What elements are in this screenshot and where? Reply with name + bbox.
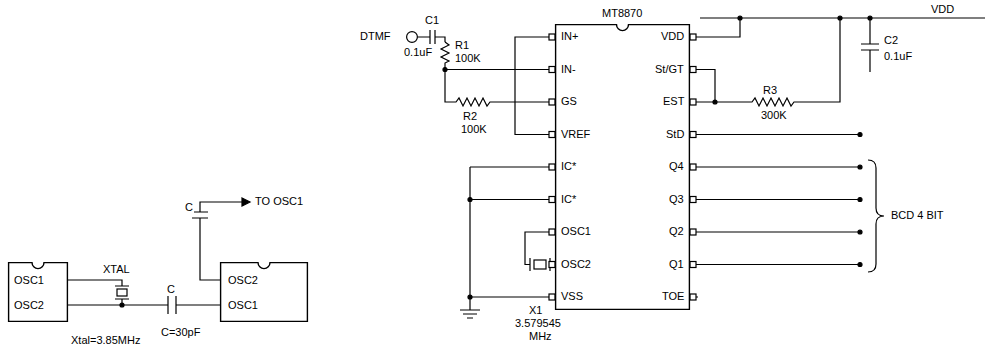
- chip-name: MT8870: [602, 7, 642, 20]
- pin-name: St/GT: [655, 63, 684, 76]
- crystal-symbol: [68, 280, 129, 307]
- bcd-output-wiring: [690, 133, 862, 298]
- component-label: 300K: [760, 109, 788, 122]
- pin-name: IN+: [561, 30, 578, 43]
- crystal-symbol: [525, 232, 555, 271]
- component-label: R1: [454, 39, 470, 52]
- ground-wiring: [460, 167, 555, 318]
- pin-name: OSC1: [228, 299, 258, 312]
- terminal-outline: [406, 31, 418, 43]
- component-label: C: [184, 201, 194, 214]
- pin-name: Q4: [669, 160, 684, 173]
- component-label: 3.579545: [514, 317, 562, 330]
- pin-name: VSS: [561, 290, 583, 303]
- pin-name: Q1: [669, 258, 684, 271]
- pin-name: OSC1: [14, 274, 44, 287]
- pin-name: OSC2: [14, 299, 44, 312]
- pin-name: Q3: [669, 193, 684, 206]
- pin-name: VREF: [561, 128, 590, 141]
- capacitor-symbol: [168, 296, 176, 314]
- pin-name: IC*: [561, 160, 576, 173]
- component-label: R3: [762, 84, 778, 97]
- component-label: 100K: [454, 52, 482, 65]
- input-terminal: DTMF: [406, 31, 418, 43]
- component-label: Xtal=3.85MHz: [70, 334, 141, 347]
- dtmf-input-wiring: [418, 30, 555, 135]
- pin-name: GS: [561, 95, 577, 108]
- pin-name: OSC1: [561, 225, 591, 238]
- component-label: C2: [883, 34, 899, 47]
- pin-name: IN-: [561, 63, 576, 76]
- pin-name: VDD: [661, 30, 684, 43]
- component-label: 100K: [460, 123, 488, 136]
- pin-markers: [549, 34, 696, 300]
- pin-name: EST: [663, 95, 684, 108]
- ic-chip: OSC1OSC2: [8, 262, 68, 322]
- chip-outline: [8, 262, 68, 322]
- component-label: 0.1uF: [883, 50, 913, 63]
- ic-chip: MT8870IN+IN-GSVREFIC*IC*OSC1OSC2VSSVDDSt…: [555, 24, 690, 310]
- component-label: C=30pF: [160, 326, 201, 339]
- ic-chip: OSC2OSC1: [220, 262, 308, 322]
- component-label: 0.1uF: [403, 46, 433, 59]
- pin-name: OSC2: [561, 258, 591, 271]
- pin-name: Q2: [669, 225, 684, 238]
- component-label: C1: [424, 14, 440, 27]
- pin-name: StD: [666, 128, 684, 141]
- component-label: TO OSC1: [254, 195, 304, 208]
- pin-name: OSC2: [228, 274, 258, 287]
- component-label: VDD: [930, 3, 955, 16]
- component-label: XTAL: [102, 263, 131, 276]
- pin-name: TOE: [662, 290, 684, 303]
- bracket: [868, 160, 884, 272]
- supply-wiring: [690, 16, 985, 106]
- component-label: C: [166, 283, 176, 296]
- component-label: BCD 4 BIT: [890, 209, 945, 222]
- component-label: MHz: [528, 330, 553, 343]
- pin-name: IC*: [561, 193, 576, 206]
- wire: [68, 304, 220, 305]
- terminal-label: DTMF: [360, 30, 391, 43]
- chip-outline: [220, 262, 308, 322]
- component-label: X1: [528, 304, 543, 317]
- component-label: R2: [462, 110, 478, 123]
